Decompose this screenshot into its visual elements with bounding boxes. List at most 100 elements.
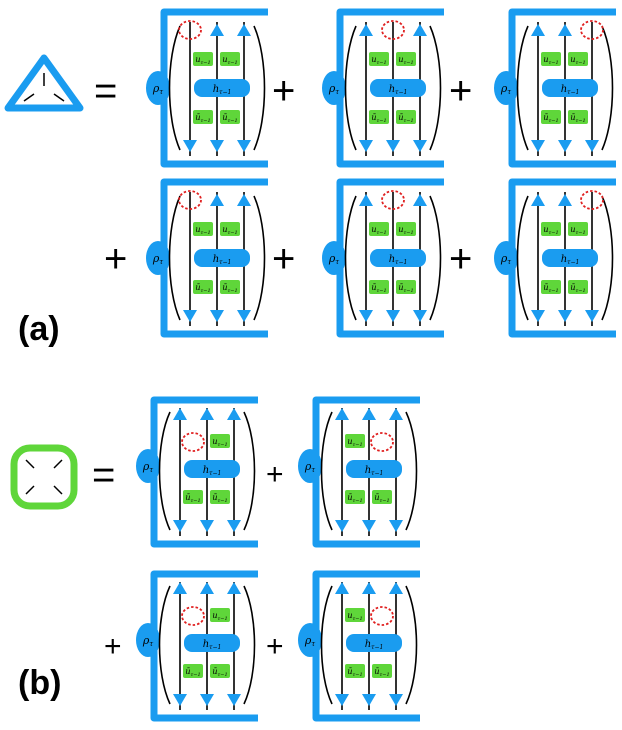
ubar-tensor bbox=[396, 110, 416, 124]
rho-node bbox=[136, 449, 160, 483]
outer-leg-right bbox=[601, 195, 614, 321]
rho-label: ρτ bbox=[500, 82, 511, 96]
top-triangle bbox=[227, 408, 241, 420]
h-tensor bbox=[346, 634, 402, 652]
dashed-circle bbox=[181, 432, 205, 452]
panel-a-label: (a) bbox=[18, 310, 60, 348]
ubar-tensor bbox=[345, 490, 365, 504]
rho-node bbox=[146, 71, 170, 105]
bottom-triangle bbox=[359, 310, 373, 322]
dashed-circle bbox=[181, 606, 205, 626]
outer-leg-right bbox=[405, 585, 418, 705]
ubar-label: ūτ−1 bbox=[185, 493, 200, 504]
h-label: hτ−1 bbox=[365, 639, 384, 651]
bottom-triangle bbox=[585, 140, 599, 152]
square-symbol bbox=[10, 444, 78, 510]
u-tensor bbox=[568, 52, 588, 66]
outer-leg-left bbox=[158, 411, 171, 531]
u-label: uτ−1 bbox=[347, 611, 362, 622]
top-triangle bbox=[173, 582, 187, 594]
bottom-triangle bbox=[227, 520, 241, 532]
rho-node bbox=[494, 71, 518, 105]
h-label: hτ−1 bbox=[365, 465, 384, 477]
ubar-tensor bbox=[372, 490, 392, 504]
bottom-triangle bbox=[531, 310, 545, 322]
ubar-label: ūτ−1 bbox=[347, 667, 362, 678]
rho-label: ρτ bbox=[328, 82, 339, 96]
top-triangle bbox=[237, 24, 251, 36]
ubar-label: ūτ−1 bbox=[222, 283, 237, 294]
ubar-label: ūτ−1 bbox=[374, 493, 389, 504]
dashed-circle bbox=[370, 606, 394, 626]
top-triangle bbox=[389, 408, 403, 420]
rho-node bbox=[136, 623, 160, 657]
bottom-triangle bbox=[386, 310, 400, 322]
dashed-circle bbox=[178, 190, 202, 210]
outer-leg-right bbox=[429, 195, 442, 321]
ubar-tensor bbox=[568, 110, 588, 124]
ubar-tensor bbox=[220, 110, 240, 124]
plus-b1: + bbox=[266, 458, 284, 491]
u-tensor bbox=[220, 222, 240, 236]
rho-node bbox=[298, 449, 322, 483]
dashed-circle bbox=[370, 432, 394, 452]
top-triangle bbox=[227, 582, 241, 594]
h-label: hτ−1 bbox=[213, 254, 232, 266]
u-label: uτ−1 bbox=[398, 225, 413, 236]
rho-node bbox=[494, 241, 518, 275]
h-tensor bbox=[194, 79, 250, 97]
u-label: uτ−1 bbox=[371, 55, 386, 66]
h-label: hτ−1 bbox=[203, 465, 222, 477]
bottom-triangle bbox=[210, 310, 224, 322]
top-triangle bbox=[531, 24, 545, 36]
bottom-triangle bbox=[237, 310, 251, 322]
bottom-triangle bbox=[386, 140, 400, 152]
outer-leg-left bbox=[516, 195, 529, 321]
u-tensor bbox=[541, 222, 561, 236]
plus-a4: + bbox=[272, 237, 295, 281]
bottom-triangle bbox=[237, 140, 251, 152]
rho-label: ρτ bbox=[500, 252, 511, 266]
ubar-tensor bbox=[372, 664, 392, 678]
ubar-label: ūτ−1 bbox=[398, 113, 413, 124]
u-tensor bbox=[220, 52, 240, 66]
ubar-tensor bbox=[183, 490, 203, 504]
bottom-triangle bbox=[531, 140, 545, 152]
rho-label: ρτ bbox=[142, 460, 153, 474]
ubar-label: ūτ−1 bbox=[543, 283, 558, 294]
u-label: uτ−1 bbox=[570, 55, 585, 66]
plus-a1: + bbox=[272, 69, 295, 113]
bottom-triangle bbox=[585, 310, 599, 322]
top-triangle bbox=[200, 408, 214, 420]
h-label: hτ−1 bbox=[561, 254, 580, 266]
bottom-triangle bbox=[359, 140, 373, 152]
bottom-triangle bbox=[335, 694, 349, 706]
u-label: uτ−1 bbox=[398, 55, 413, 66]
ubar-label: ūτ−1 bbox=[398, 283, 413, 294]
ubar-tensor bbox=[183, 664, 203, 678]
ubar-tensor bbox=[396, 280, 416, 294]
top-triangle bbox=[210, 24, 224, 36]
outer-leg-left bbox=[168, 25, 181, 151]
h-label: hτ−1 bbox=[389, 84, 408, 96]
top-triangle bbox=[413, 24, 427, 36]
bottom-triangle bbox=[558, 140, 572, 152]
bottom-triangle bbox=[413, 140, 427, 152]
outer-leg-left bbox=[168, 195, 181, 321]
ubar-label: ūτ−1 bbox=[543, 113, 558, 124]
ubar-tensor bbox=[568, 280, 588, 294]
u-label: uτ−1 bbox=[212, 611, 227, 622]
bottom-triangle bbox=[210, 140, 224, 152]
ubar-tensor bbox=[541, 110, 561, 124]
u-tensor bbox=[396, 222, 416, 236]
outer-leg-right bbox=[253, 195, 266, 321]
equals-b: = bbox=[92, 453, 115, 497]
plus-a2: + bbox=[449, 69, 472, 113]
outer-leg-right bbox=[429, 25, 442, 151]
